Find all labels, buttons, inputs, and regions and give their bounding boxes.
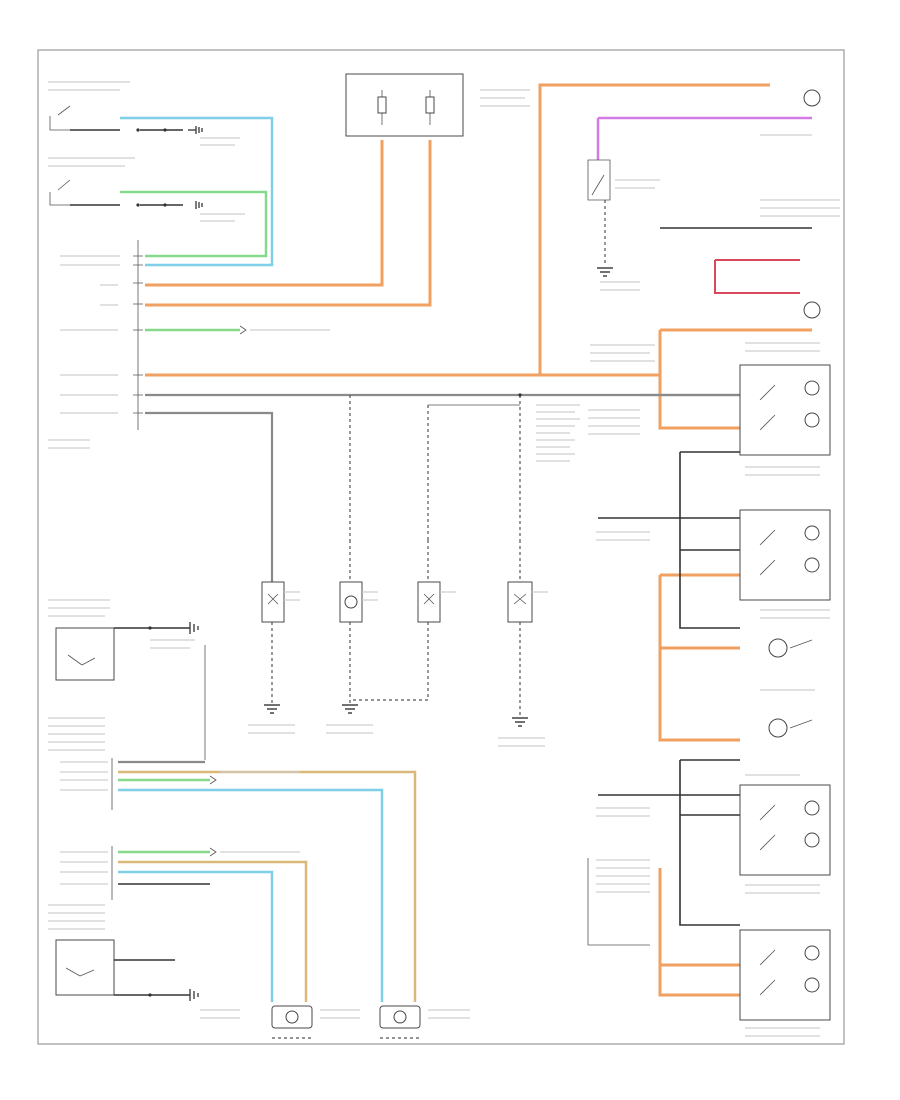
- wire-orange-top-long: [145, 83, 770, 377]
- fuse-1: [377, 96, 387, 114]
- callout-bracket: [587, 858, 650, 946]
- left-sunshade: [768, 638, 813, 658]
- bottom-lamp-right: [379, 1005, 421, 1039]
- rr-courtesy-lamp-module: [739, 929, 831, 1021]
- wire-orange-fuse1: [145, 140, 384, 287]
- diagram-frame: [37, 49, 845, 1045]
- illegible-label-marks: [48, 81, 840, 1037]
- right-sunshade: [768, 718, 813, 738]
- lamp-module-3: [350, 540, 441, 701]
- lamp-module-2: [339, 540, 363, 714]
- fuse-2: [425, 96, 435, 114]
- wire-gray-left: [145, 411, 274, 540]
- wire-tan-1: [118, 770, 417, 1002]
- wire-blue-2: [118, 870, 274, 1002]
- lf-courtesy-lamp-module: [739, 364, 831, 456]
- wire-blue-1: [118, 788, 384, 1002]
- lr-courtesy-lamp-module: [739, 509, 831, 601]
- cargo-lamp: [803, 89, 821, 107]
- wire-tan-2: [118, 860, 308, 1002]
- lf-door-jamb-switch: [49, 105, 203, 134]
- wire-red: [714, 259, 800, 294]
- liftgate-switch-box: [55, 627, 115, 681]
- wire-orange-fuse2: [145, 140, 432, 307]
- wire-blue-door: [120, 116, 274, 267]
- relay-box: [587, 159, 611, 201]
- bcm-pin-markers: [133, 255, 143, 414]
- fuse-block: [345, 73, 464, 137]
- wire-black-right-2: [679, 760, 740, 926]
- wire-black-right-1: [679, 452, 740, 629]
- bottom-lamp-left: [271, 1005, 313, 1039]
- rear-door-switch-box: [55, 939, 115, 996]
- wire-green-door: [120, 190, 268, 258]
- wire-orange-right-3: [658, 868, 740, 997]
- rf-door-jamb-switch: [49, 179, 203, 209]
- reading-lamp: [803, 301, 821, 319]
- lamp-module-4: [507, 540, 533, 727]
- rf-courtesy-lamp-module: [739, 784, 831, 876]
- wire-orange-right-2: [658, 575, 740, 742]
- wire-orange-right-1: [658, 330, 740, 430]
- lamp-module-1: [261, 540, 285, 714]
